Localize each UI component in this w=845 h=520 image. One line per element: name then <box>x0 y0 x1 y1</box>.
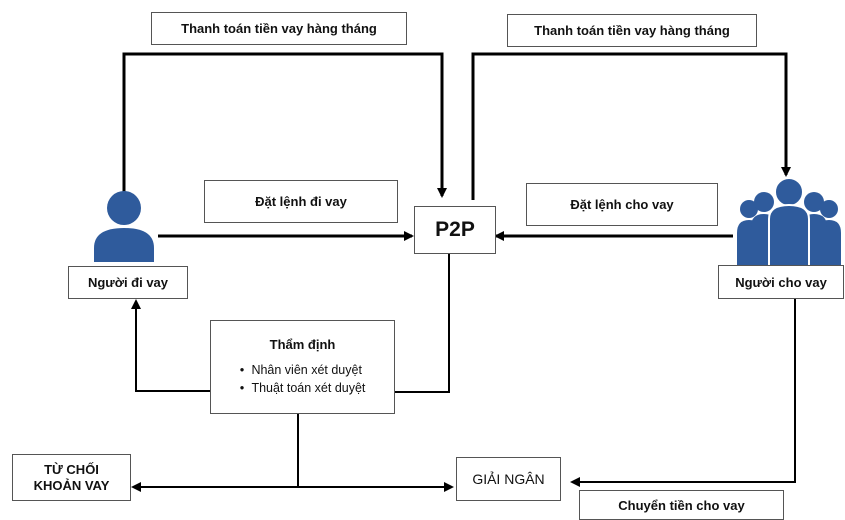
line-p2p-appraisal <box>395 254 450 393</box>
appraisal-box: Thẩm định Nhân viên xét duyệt Thuật toán… <box>210 320 395 414</box>
reject-line1: TỪ CHỐI <box>44 461 99 477</box>
group-people-icon <box>737 177 841 267</box>
single-person-icon <box>94 191 154 262</box>
appraisal-title: Thẩm định <box>269 336 336 352</box>
monthly-payment-left-label: Thanh toán tiền vay hàng tháng <box>151 12 407 45</box>
arrow-lender-disburse <box>570 296 796 487</box>
transfer-label: Chuyển tiền cho vay <box>579 490 784 520</box>
borrow-order-label: Đặt lệnh đi vay <box>204 180 398 223</box>
monthly-payment-right-label: Thanh toán tiền vay hàng tháng <box>507 14 757 47</box>
disburse-box: GIẢI NGÂN <box>456 457 561 501</box>
arrow-payment-to-lender <box>471 52 791 200</box>
appraisal-list: Nhân viên xét duyệt Thuật toán xét duyệt <box>240 362 366 398</box>
reject-line2: KHOẢN VAY <box>33 477 110 493</box>
reject-loan-box: TỪ CHỐI KHOẢN VAY <box>12 454 131 501</box>
p2p-node: P2P <box>414 206 496 254</box>
borrower-label: Người đi vay <box>68 266 188 299</box>
appraisal-item: Nhân viên xét duyệt <box>240 362 366 380</box>
lender-label: Người cho vay <box>718 265 844 299</box>
lend-order-label: Đặt lệnh cho vay <box>526 183 718 226</box>
appraisal-item: Thuật toán xét duyệt <box>240 380 365 398</box>
arrow-borrower-payment <box>122 52 447 198</box>
arrow-appraisal-borrower <box>131 299 210 392</box>
